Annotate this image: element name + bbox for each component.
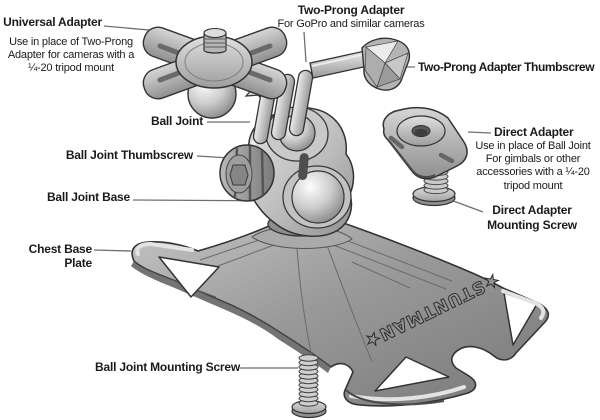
ball-joint-base-label: Ball Joint Base — [46, 190, 130, 204]
description-line: Use in place of Two-Prong — [9, 36, 133, 48]
ball-joint-mounting-screw-illustration — [291, 354, 327, 419]
direct-adapter-mounting-screw-label: Direct Adapter Mounting Screw — [482, 203, 582, 233]
ball-joint-thumbscrew-illustration — [219, 144, 275, 202]
label-line: Mounting Screw — [487, 218, 577, 232]
strap-slots — [158, 256, 538, 392]
chest-base-plate-leader-line — [93, 249, 132, 252]
threaded-stud — [203, 27, 227, 54]
rail-highlights — [135, 241, 546, 402]
direct-adapter-leader-line — [467, 131, 492, 134]
direct-adapter-illustration — [382, 106, 468, 207]
description-line: ¼-20 tripod mount — [28, 62, 114, 75]
direct-adapter-label: Direct Adapter — [494, 125, 574, 139]
description-line: Use in place of Ball Joint — [475, 140, 591, 152]
description-line: Adapter for cameras with a — [7, 49, 135, 62]
plate-edge-shadow — [131, 261, 331, 373]
shaft-highlight — [311, 54, 363, 67]
rail-under-edge — [345, 389, 445, 406]
lower-ball — [291, 170, 345, 224]
ball-joint-mounting-screw-label: Ball Joint Mounting Screw — [95, 360, 241, 374]
description-line: tripod mount — [503, 179, 563, 192]
two-prong-adapter-leader-line — [303, 31, 307, 63]
clamp-slot — [298, 153, 309, 181]
chest-base-plate-illustration: ★STUNTMAN★ — [131, 209, 550, 407]
screw-thread — [298, 354, 319, 407]
wingnut-slots — [388, 135, 455, 164]
ball-joint-label: Ball Joint — [150, 114, 203, 128]
two-prong-adapter-description: For GoPro and similar cameras — [277, 18, 425, 30]
universal-adapter-label: Universal Adapter — [3, 15, 102, 29]
description-line: For gimbals or other — [485, 153, 581, 166]
two-prong-thumbscrew-illustration — [361, 37, 411, 91]
ball-joint-illustration — [219, 106, 355, 237]
wingnut-hole-shadow — [414, 129, 428, 136]
knob-hex-recess — [229, 164, 249, 186]
ball-joint-thumbscrew-label: Ball Joint Thumbscrew — [65, 148, 193, 162]
universal-adapter-description: Use in place of Two-Prong Adapter for ca… — [0, 36, 142, 76]
chest-base-plate-label: Chest Base Plate — [28, 242, 93, 270]
two-prong-adapter-label: Two-Prong Adapter — [297, 3, 405, 17]
description-line: accessories with a ¼-20 — [476, 166, 590, 179]
label-line: Direct Adapter — [492, 203, 572, 217]
strap-slot-bottom — [374, 356, 450, 392]
wingnut-under-edge — [389, 141, 436, 179]
universal-adapter-illustration — [142, 26, 288, 119]
direct-adapter-description: Use in place of Ball Joint For gimbals o… — [462, 140, 600, 193]
strap-slot-top-left — [158, 256, 220, 298]
two-prong-adapter-thumbscrew-label: Two-Prong Adapter Thumbscrew — [418, 60, 595, 74]
